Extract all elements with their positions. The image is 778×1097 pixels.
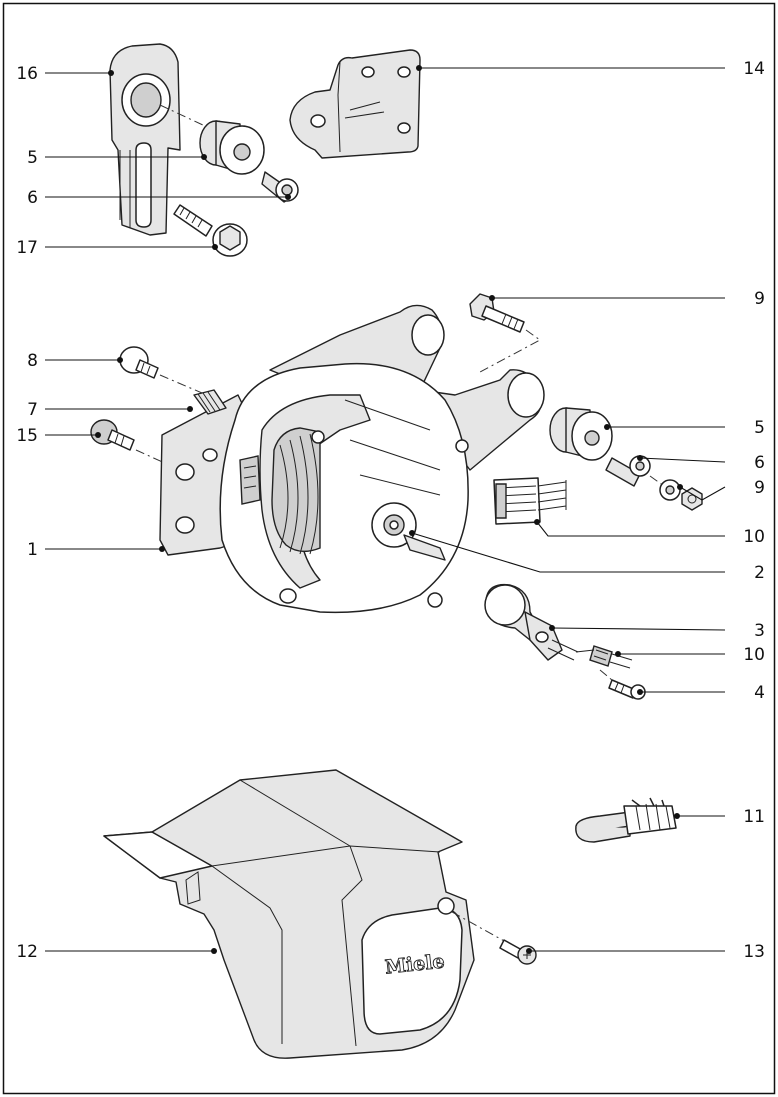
callout-10b: 10 [615, 645, 765, 665]
leader-dot-6a [285, 194, 291, 200]
callout-number-10b: 10 [743, 645, 765, 665]
callout-5b: 5 [604, 418, 765, 438]
leader-line-2 [411, 532, 725, 573]
part-11-cable-tie [575, 797, 677, 843]
callout-3: 3 [549, 621, 765, 641]
callout-11: 11 [674, 807, 765, 827]
callout-10a: 10 [534, 519, 765, 547]
callout-12: 12 [16, 942, 217, 962]
callout-number-4: 4 [754, 683, 765, 703]
callout-2: 2 [409, 530, 765, 583]
leader-dot-9b [677, 484, 683, 490]
part-14-bracket [289, 49, 421, 159]
callout-number-5a: 5 [27, 148, 38, 168]
leader-dot-9a [489, 295, 495, 301]
part-5-bushing-top [199, 120, 265, 175]
callout-6a: 6 [27, 188, 291, 208]
callout-number-17: 17 [16, 238, 38, 258]
callout-number-13: 13 [743, 942, 765, 962]
leader-dot-10b [615, 651, 621, 657]
callout-14: 14 [416, 59, 765, 79]
part-9-bolt-top [469, 293, 541, 373]
callout-15: 15 [16, 426, 101, 446]
part-4-screw [599, 669, 646, 700]
part-1-motor-housing [159, 304, 545, 614]
leader-line-6b [639, 457, 726, 463]
leader-line-3 [551, 627, 726, 631]
leader-dot-15 [95, 432, 101, 438]
leader-dot-5a [201, 154, 207, 160]
leader-dot-17 [212, 244, 218, 250]
callout-1: 1 [27, 540, 165, 560]
callout-16: 16 [16, 64, 114, 84]
callout-17: 17 [16, 238, 218, 258]
leader-dot-3 [549, 625, 555, 631]
leader-dot-7 [187, 406, 193, 412]
callout-number-11: 11 [743, 807, 765, 827]
callout-5a: 5 [27, 148, 207, 168]
leader-dot-5b [604, 424, 610, 430]
callout-number-15: 15 [16, 426, 38, 446]
leader-line-9b [679, 486, 726, 501]
part-5-bushing-right [549, 407, 613, 461]
part-10-connector-lower [575, 645, 633, 669]
callout-number-2: 2 [754, 563, 765, 583]
callout-4: 4 [637, 683, 765, 703]
callout-number-7: 7 [27, 400, 38, 420]
callout-number-8: 8 [27, 351, 38, 371]
leader-dot-8 [117, 357, 123, 363]
part-12-cover: Miele [103, 769, 475, 1059]
part-3-sensor [484, 583, 579, 661]
callout-number-14: 14 [743, 59, 765, 79]
leader-dot-2 [409, 530, 415, 536]
leader-dot-12 [211, 948, 217, 954]
callout-number-6b: 6 [754, 453, 765, 473]
callout-number-9a: 9 [754, 289, 765, 309]
callout-7: 7 [27, 400, 193, 420]
leader-dot-10a [534, 519, 540, 525]
callout-number-16: 16 [16, 64, 38, 84]
leader-dot-4 [637, 689, 643, 695]
leader-dot-11 [674, 813, 680, 819]
callout-number-9b: 9 [754, 478, 765, 498]
callout-number-6a: 6 [27, 188, 38, 208]
callout-number-10a: 10 [743, 527, 765, 547]
callout-6b: 6 [637, 453, 765, 473]
leader-dot-14 [416, 65, 422, 71]
part-10-terminal-block-upper [493, 477, 567, 525]
leader-dot-6b [637, 455, 643, 461]
part-16-hinge-strap [109, 43, 206, 236]
callout-9a: 9 [489, 289, 765, 309]
leader-line-10a [536, 521, 725, 537]
callout-13: 13 [526, 942, 765, 962]
part-13-screw [451, 911, 537, 965]
part-6-sleeve-right [605, 455, 665, 487]
callout-9b: 9 [677, 478, 765, 501]
callout-number-3: 3 [754, 621, 765, 641]
leader-dot-16 [108, 70, 114, 76]
leader-dot-13 [526, 948, 532, 954]
callout-number-5b: 5 [754, 418, 765, 438]
callout-number-12: 12 [16, 942, 38, 962]
callout-8: 8 [27, 351, 123, 371]
leader-dot-1 [159, 546, 165, 552]
part-8-screw [119, 346, 231, 406]
callout-number-1: 1 [27, 540, 38, 560]
part-17-hex-bolt [173, 204, 248, 257]
